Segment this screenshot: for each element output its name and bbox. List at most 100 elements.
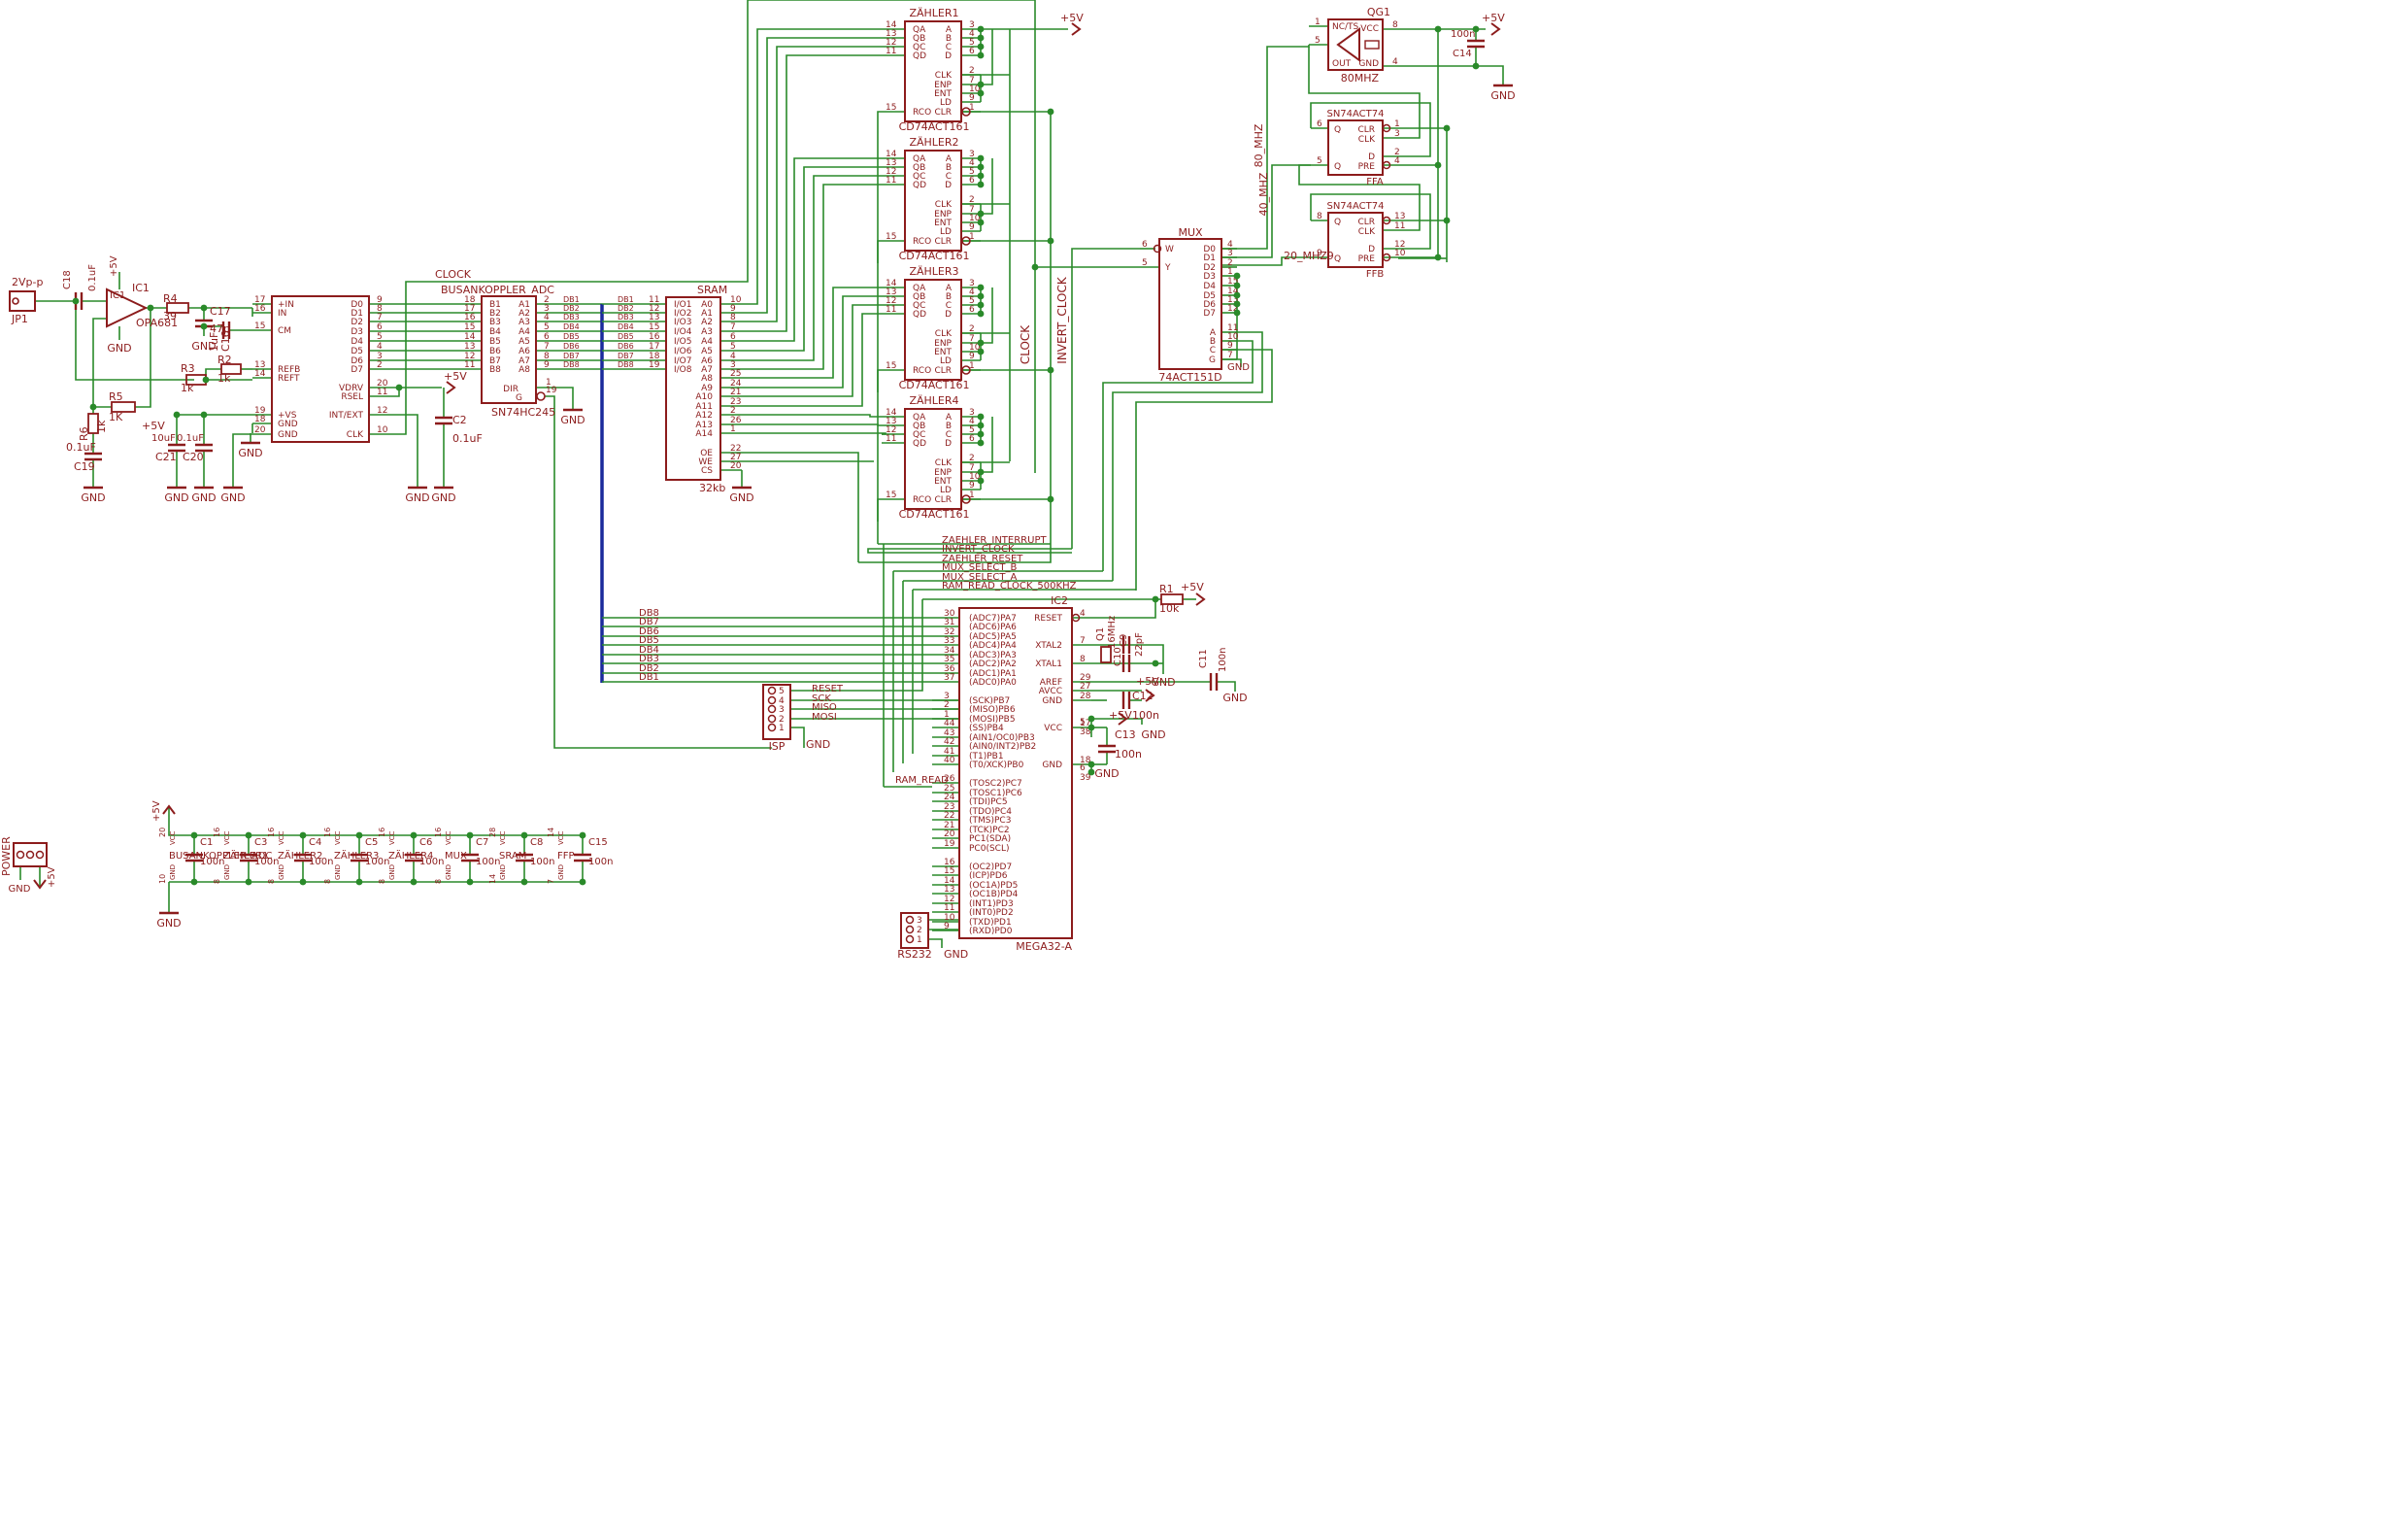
mcu-right-num: 8 [1080,655,1086,664]
sram-io-num: 12 [649,304,659,314]
gnd-label: GND [431,491,455,504]
r2-value: 1k [217,372,231,385]
counter-right-label: C [946,430,952,440]
c11-gnd-label: GND [1222,692,1247,704]
counter-rco-num: 15 [886,103,896,113]
junction-dot [1152,595,1159,603]
counter-to-sram-addr [742,28,882,305]
adc-left-num: 15 [254,321,265,331]
counter-q-num: 12 [886,425,896,435]
counter-right-label: CLR [934,495,952,505]
mcu-pc-num: 19 [944,839,955,849]
opamp-vcc: +5V [109,255,119,277]
junction-dot [977,219,985,226]
counter-q-label: QC [913,172,925,182]
decoupling-gnd-pin: 8 [434,879,443,884]
osc-name: QG1 [1367,6,1390,18]
mcu-pa-label: (ADC6)PA6 [969,623,1017,632]
q1-name: Q1 [1095,627,1106,641]
counter-to-sram-addr [742,54,882,332]
r6-name: R6 [78,426,90,441]
mcu-right-num: 4 [1080,609,1086,619]
decoupling-vcc-pin: 14 [547,828,555,837]
sram-addr-num: 5 [730,342,736,352]
adc-vcc: +5V [142,420,165,432]
counter-right-label: C [946,172,952,182]
crystal-gnd-label: GND [1151,676,1175,689]
mcu-pb-label: (AIN0/INT2)PB2 [969,742,1036,752]
sram-title: SRAM [697,284,727,296]
c2-value: 0.1uF [452,432,483,445]
junction-dot [977,284,985,291]
mcu-pc-num: 21 [944,821,954,830]
mcu-pa-num: 37 [944,673,954,683]
counter-right-label: A [946,25,953,35]
decoupling-ic-name: MUX [445,851,467,862]
buffer-a-num: 8 [544,352,550,361]
junction-dot [1233,291,1241,299]
power-conn-vcc-label: +5V [47,866,57,888]
sram-db-net: DB6 [618,342,634,351]
buffer-b-label: B7 [489,356,501,366]
ffb-clr: CLR [1357,218,1375,227]
decoupling-cap-value: 100n [254,857,279,867]
r2-name: R2 [217,354,232,366]
c17-name: C17 [210,305,231,318]
c19-name: C19 [74,460,95,473]
counter-right-num: 2 [969,324,975,334]
osc-80mhz [1221,45,1310,250]
mux-right-label: G [1209,355,1216,365]
mcu-pd-num: 14 [944,876,955,886]
counter-q-label: QB [913,34,925,44]
ffb-body [1327,212,1384,268]
mux-part: 74ACT151D [1158,371,1221,384]
buffer-a-num: 9 [544,360,550,370]
mux-right-num: 7 [1227,351,1233,360]
buffer-a-num: 4 [544,313,550,322]
sram-addr-num: 1 [730,424,736,434]
counter-en-rail [981,158,993,215]
ffa-q: Q [1334,162,1341,172]
control-net-label: RAM_READ_CLOCK_500KHZ [942,581,1077,592]
sram-ctrl-num: 27 [730,453,741,462]
decoupling-gnd-pin: 10 [158,874,167,884]
counter-right-label: ENP [934,339,952,349]
isp-body [762,684,791,740]
ffa-clr-bubble [1382,123,1391,133]
sram-io-label: I/O4 [674,327,692,337]
mcu-pc-label: (TCK)PC2 [969,826,1010,835]
counter-right-num: 5 [969,38,975,48]
buffer-title: BUSANKOPPLER_ADC [441,284,554,296]
decoupling-ic-name: ZÄHLER3 [334,849,379,862]
r1-value: 10k [1159,602,1180,615]
jp1-connector [9,290,36,312]
invert-vertical: INVERT_CLOCK [1055,276,1069,364]
sram-db-net: DB5 [618,332,634,341]
counter-right-label: CLR [934,366,952,376]
mux-right-num: 10 [1227,332,1239,342]
counter-q-label: QB [913,163,925,173]
decoupling-vcc: +5V [151,800,162,822]
decoupling-cap-value: 100n [419,857,444,867]
decoupling-gnd-tag: GND [557,864,565,880]
mcu-pc-num: 22 [944,811,954,821]
gnd-label: GND [405,491,429,504]
decoupling-vcc-tag: VCC [388,830,396,845]
ffb-part: SN74ACT74 [1326,201,1384,212]
mcu-pin39: 39 [1080,773,1091,783]
sram-addr-num: 4 [730,352,736,361]
adc-left-num: 17 [254,295,265,305]
counter-q-label: QD [913,439,926,449]
ffa-clr-wire [1406,127,1448,262]
counter-vcc-label: +5V [1060,12,1084,24]
sram-io-label: I/O5 [674,337,692,347]
c11-value: 100n [1218,648,1228,672]
adc-right-label: D6 [351,356,363,366]
counter-right-label: ENP [934,81,952,90]
counter-to-sram-addr [742,423,882,426]
decoupling-vcc-pin: 20 [158,828,167,837]
buffer-a-num: 2 [544,295,550,305]
counter-rco-num: 15 [886,232,896,242]
adc-right-num: 7 [377,313,383,322]
